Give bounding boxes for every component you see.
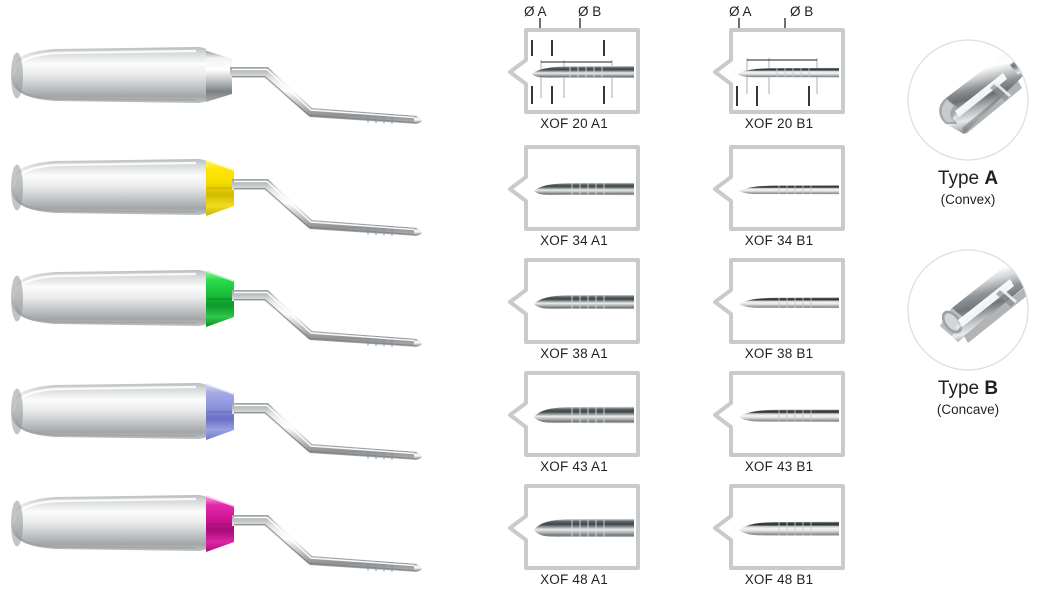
instrument-row-2 <box>0 132 430 242</box>
type-b-panel: Type B (Concave) <box>893 248 1043 417</box>
dimension-label-b-column-a: Ø B <box>578 4 602 19</box>
diagram-cell-xof-20-a1: XOF 20 A1 <box>508 28 640 140</box>
dimension-label-a-column-a: Ø A <box>524 4 547 19</box>
instrument-shank <box>232 515 417 572</box>
instrument-tip-grooves <box>367 451 422 460</box>
dimension-label-b-column-b: Ø B <box>790 4 814 19</box>
instrument-handle <box>11 47 212 103</box>
type-a-photo-circle <box>906 38 1030 162</box>
diagram-cell-xof-38-b1: XOF 38 B1 <box>713 258 845 370</box>
diagram-label-xof-38-b1: XOF 38 B1 <box>744 346 814 361</box>
diagram-cell-xof-43-a1: XOF 43 A1 <box>508 371 640 483</box>
type-b-photo-circle <box>906 248 1030 372</box>
instrument-handle <box>11 383 212 439</box>
type-a-panel: Type A (Convex) <box>893 38 1043 207</box>
instrument-handle <box>11 270 212 326</box>
tip-profile-convex <box>532 66 634 78</box>
instrument-shank <box>230 67 417 124</box>
diagram-label-xof-20-b1: XOF 20 B1 <box>744 116 814 131</box>
diagram-cell-xof-48-a1: XOF 48 A1 <box>508 484 640 596</box>
instrument-row-3 <box>0 243 430 353</box>
instrument-ferrule <box>205 49 233 102</box>
type-b-subtitle: (Concave) <box>936 402 1000 417</box>
tip-profile-concave <box>739 297 839 309</box>
tip-profile-concave <box>739 521 839 536</box>
tip-profile-convex <box>534 406 634 424</box>
diagram-label-xof-48-b1: XOF 48 B1 <box>744 572 814 587</box>
tip-profile-convex <box>534 294 634 310</box>
tip-profile-concave <box>737 67 839 78</box>
instrument-tip-grooves <box>367 338 422 347</box>
instrument-shank <box>232 290 417 347</box>
type-a-subtitle: (Convex) <box>940 192 996 207</box>
color-code-ring-magenta <box>205 495 235 552</box>
type-b-title-prefix: Type <box>937 378 985 399</box>
instrument-row-1 <box>0 20 430 130</box>
concave-tip-photo <box>940 256 1028 343</box>
diagram-label-xof-20-a1: XOF 20 A1 <box>540 116 608 131</box>
diagram-label-xof-38-a1: XOF 38 A1 <box>540 346 608 361</box>
color-code-ring-violet <box>205 383 235 440</box>
instrument-tip-grooves <box>367 563 422 572</box>
diagram-cell-xof-38-a1: XOF 38 A1 <box>508 258 640 370</box>
diagram-label-xof-43-b1: XOF 43 B1 <box>744 459 814 474</box>
color-code-ring-green <box>205 270 235 327</box>
diagram-label-xof-43-a1: XOF 43 A1 <box>540 459 608 474</box>
type-a-title-letter: A <box>984 168 999 189</box>
instrument-shank <box>232 403 417 460</box>
instrument-shank <box>232 179 417 236</box>
instrument-handle <box>11 159 212 215</box>
tip-profile-convex <box>534 518 634 538</box>
tip-profile-concave <box>739 185 839 195</box>
type-a-title-prefix: Type <box>937 168 985 189</box>
diagram-cell-xof-43-b1: XOF 43 B1 <box>713 371 845 483</box>
tip-profile-concave <box>739 409 839 422</box>
type-b-title: Type B <box>893 378 1043 400</box>
diagram-cell-xof-34-a1: XOF 34 A1 <box>508 145 640 257</box>
type-a-title: Type A <box>893 168 1043 190</box>
diagram-cell-xof-48-b1: XOF 48 B1 <box>713 484 845 596</box>
instrument-handle <box>11 495 212 551</box>
instrument-row-5 <box>0 468 430 578</box>
diagram-label-xof-34-b1: XOF 34 B1 <box>744 233 814 248</box>
color-code-ring-yellow <box>205 159 235 216</box>
convex-tip-photo <box>939 48 1028 134</box>
diagram-label-xof-34-a1: XOF 34 A1 <box>540 233 608 248</box>
dimension-label-a-column-b: Ø A <box>729 4 752 19</box>
diagram-label-xof-48-a1: XOF 48 A1 <box>540 572 608 587</box>
instrument-tip-grooves <box>367 227 422 236</box>
instrument-tip-grooves <box>367 115 422 124</box>
diagram-cell-xof-20-b1: XOF 20 B1 <box>713 28 845 140</box>
instrument-row-4 <box>0 356 430 466</box>
diagram-cell-xof-34-b1: XOF 34 B1 <box>713 145 845 257</box>
tip-profile-convex <box>534 182 634 196</box>
type-b-title-letter: B <box>984 378 999 399</box>
